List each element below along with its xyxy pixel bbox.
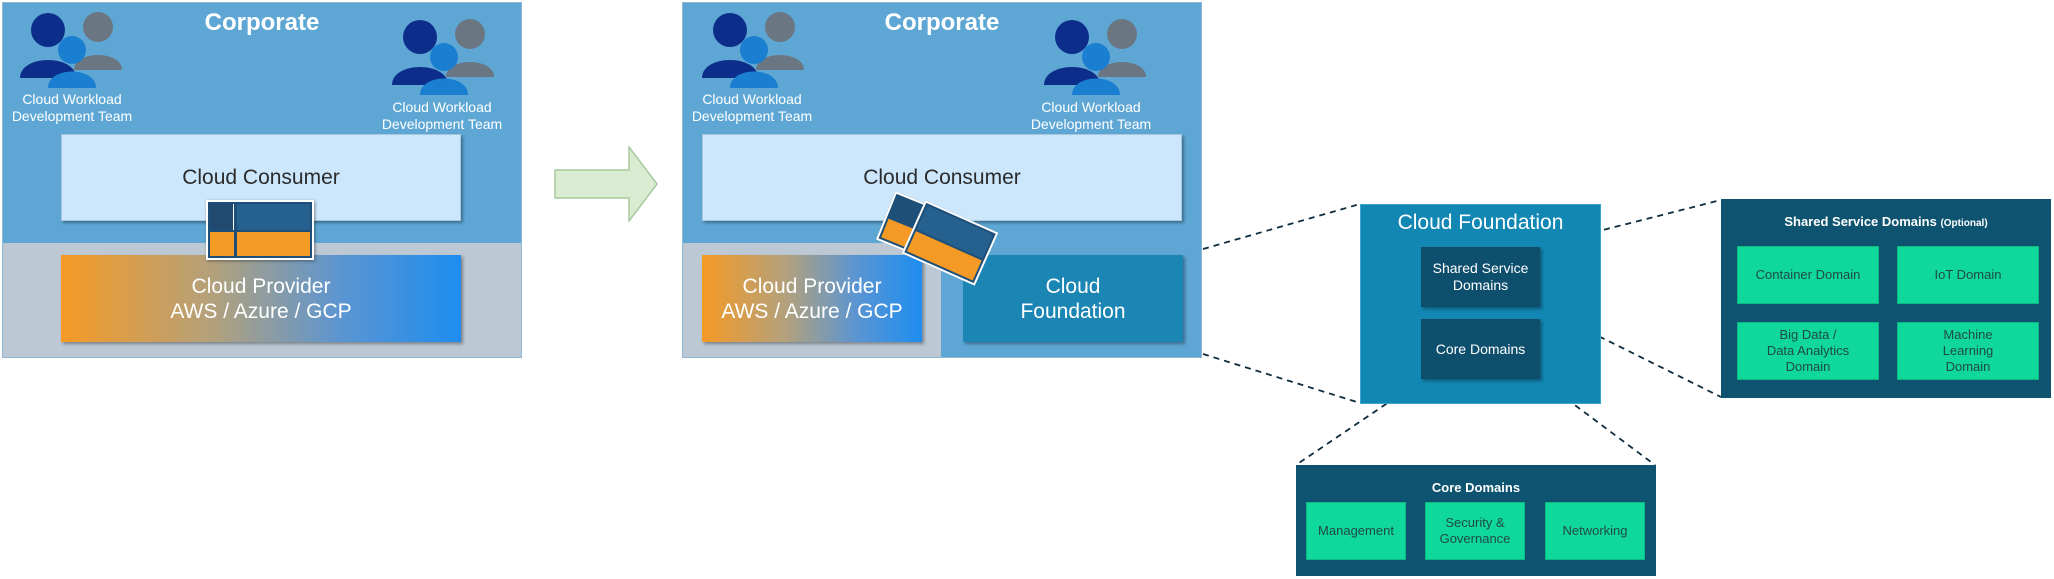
left-team-left-icon <box>20 12 122 88</box>
container-domain-box: Container Domain <box>1737 246 1879 304</box>
right-cloud-foundation-box: Cloud Foundation <box>963 255 1183 342</box>
people-group-icon <box>1044 19 1146 95</box>
left-team-right-icon <box>392 19 494 95</box>
right-team-left-icon <box>702 12 804 88</box>
people-group-icon <box>20 12 122 88</box>
right-team-left-label: Cloud Workload Development Team <box>691 91 813 124</box>
left-team-left-label: Cloud Workload Development Team <box>11 91 133 124</box>
big-data-domain-box: Big Data / Data Analytics Domain <box>1737 322 1879 380</box>
architecture-thumbnail-icon <box>210 204 234 230</box>
machine-learning-domain-box: Machine Learning Domain <box>1897 322 2039 380</box>
left-architecture-thumbnail <box>206 200 314 260</box>
right-corporate-title: Corporate <box>884 9 1000 36</box>
shared-service-domains-title: Shared Service Domains (Optional) <box>1784 214 1988 229</box>
left-cloud-provider: Cloud Provider AWS / Azure / GCP <box>61 255 461 342</box>
core-domains-box: Core Domains <box>1421 319 1540 379</box>
shared-service-domains-box: Shared Service Domains <box>1421 247 1540 307</box>
security-governance-domain-box: Security & Governance <box>1425 502 1525 560</box>
left-corporate-title: Corporate <box>204 9 320 36</box>
people-group-icon <box>702 12 804 88</box>
management-domain-box: Management <box>1306 502 1406 560</box>
people-group-icon <box>392 19 494 95</box>
right-team-right-label: Cloud Workload Development Team <box>1030 99 1152 132</box>
right-cloud-provider: Cloud Provider AWS / Azure / GCP <box>702 255 922 342</box>
networking-domain-box: Networking <box>1545 502 1645 560</box>
cloud-foundation-title: Cloud Foundation <box>1397 211 1564 234</box>
arrow-right-icon <box>554 146 658 222</box>
left-team-right-label: Cloud Workload Development Team <box>381 99 503 132</box>
core-domains-title: Core Domains <box>1431 480 1521 495</box>
iot-domain-box: IoT Domain <box>1897 246 2039 304</box>
right-team-right-icon <box>1044 19 1146 95</box>
